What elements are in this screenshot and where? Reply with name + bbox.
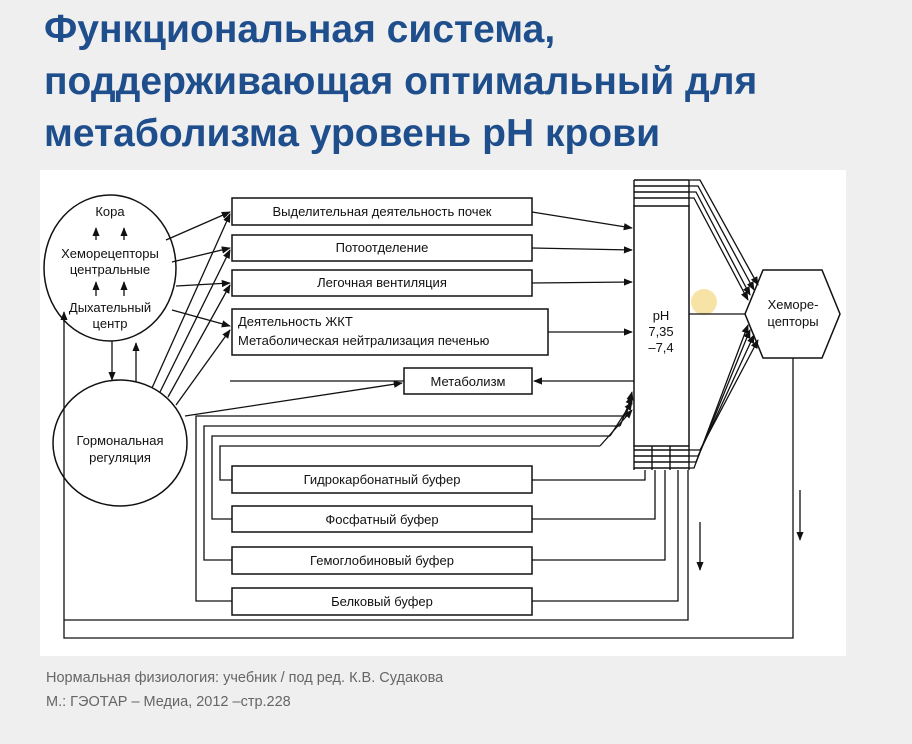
title-line-1: Функциональная система,	[44, 8, 556, 51]
cursor-highlight	[691, 289, 717, 315]
brain-circle	[43, 194, 177, 342]
kidney-box	[231, 197, 533, 226]
label-receptors-2: цепторы	[767, 314, 818, 329]
label-sweat: Потоотделение	[336, 240, 429, 255]
slide-title: Функциональная система, поддерживающая о…	[44, 4, 904, 160]
label-protein: Белковый буфер	[331, 594, 433, 609]
label-hormonal-2: регуляция	[89, 450, 151, 465]
label-metabolism: Метаболизм	[431, 374, 506, 389]
diagram-svg: Кора Хеморецепторы центральные Дыхательн…	[43, 179, 841, 639]
title-line-2: поддерживающая оптимальный для	[44, 60, 758, 103]
label-bicarbonate: Гидрокарбонатный буфер	[304, 472, 461, 487]
label-hormonal-1: Гормональная	[76, 433, 163, 448]
caption-line-1: Нормальная физиология: учебник / под ред…	[46, 670, 444, 686]
label-ph: pH	[653, 308, 670, 323]
label-ph-value-1: 7,35	[648, 324, 673, 339]
label-resp-center-1: Дыхательный	[69, 300, 151, 315]
label-ph-value-2: –7,4	[648, 340, 673, 355]
label-gi-1: Деятельность ЖКТ	[238, 314, 353, 329]
label-receptors-1: Хеморе-	[768, 297, 819, 312]
source-caption: Нормальная физиология: учебник / под ред…	[46, 666, 443, 714]
label-hemoglobin: Гемоглобиновый буфер	[310, 553, 454, 568]
hormonal-circle	[52, 379, 188, 507]
label-kidney: Выделительная деятельность почек	[272, 204, 491, 219]
ph-column	[633, 205, 690, 447]
label-gi-2: Метаболическая нейтрализация печенью	[238, 333, 490, 348]
caption-line-2: М.: ГЭОТАР – Медиа, 2012 –стр.228	[46, 694, 291, 710]
label-kora: Кора	[95, 204, 125, 219]
label-resp-center-2: центр	[93, 316, 128, 331]
title-line-3: метаболизма уровень pH крови	[44, 112, 661, 155]
functional-system-diagram: Кора Хеморецепторы центральные Дыхательн…	[40, 170, 846, 656]
label-chemo-central-2: центральные	[70, 262, 150, 277]
label-chemo-central-1: Хеморецепторы	[61, 246, 159, 261]
ph-stripes	[633, 179, 690, 470]
label-phosphate: Фосфатный буфер	[325, 512, 438, 527]
label-lung: Легочная вентиляция	[317, 275, 447, 290]
